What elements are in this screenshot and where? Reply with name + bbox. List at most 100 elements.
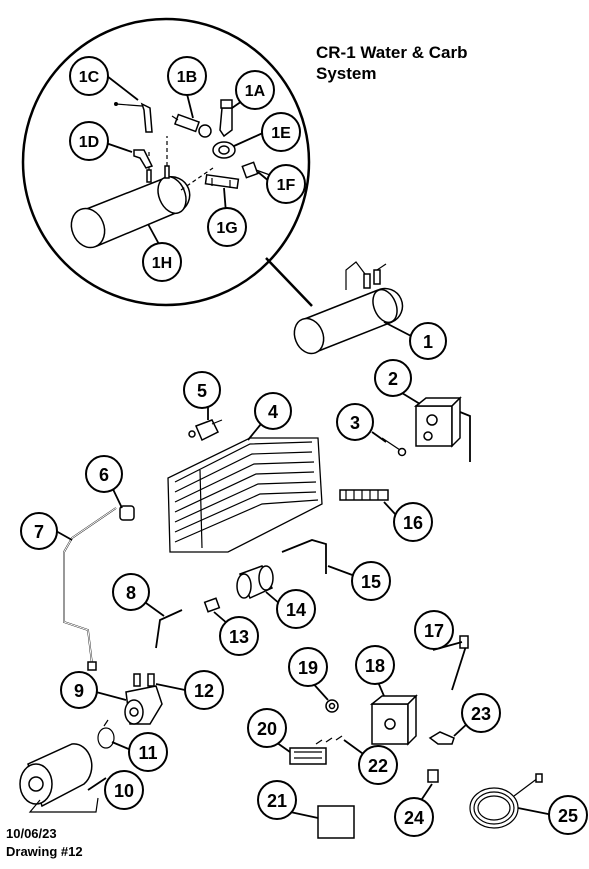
svg-text:1G: 1G bbox=[216, 220, 237, 237]
nipple-1g-drawing bbox=[204, 173, 240, 190]
callout-3: 3 bbox=[336, 403, 374, 441]
callout-24: 24 bbox=[394, 797, 434, 837]
svg-text:1B: 1B bbox=[177, 69, 197, 86]
svg-text:14: 14 bbox=[286, 600, 306, 620]
callout-17: 17 bbox=[414, 610, 454, 650]
condenser-coil-drawing bbox=[167, 437, 323, 553]
callout-13: 13 bbox=[219, 616, 259, 656]
bent-tube-15-drawing bbox=[281, 539, 327, 574]
clamp-drawing bbox=[97, 719, 115, 749]
cord-clip-drawing bbox=[428, 731, 455, 745]
callout-1: 1 bbox=[409, 322, 447, 360]
callout-21: 21 bbox=[257, 780, 297, 820]
svg-text:20: 20 bbox=[257, 719, 277, 739]
callout-19: 19 bbox=[288, 647, 328, 687]
callout-8: 8 bbox=[112, 573, 150, 611]
elbow-1d-drawing bbox=[133, 149, 154, 169]
callout-1h: 1H bbox=[142, 242, 182, 282]
callout-12: 12 bbox=[184, 670, 224, 710]
callout-22: 22 bbox=[358, 745, 398, 785]
tube-7-drawing bbox=[63, 507, 117, 671]
callout-1b: 1B bbox=[167, 56, 207, 96]
callout-2: 2 bbox=[374, 359, 412, 397]
power-cord-drawing bbox=[469, 773, 543, 829]
svg-text:17: 17 bbox=[424, 621, 444, 641]
valve-drawing bbox=[188, 419, 223, 442]
svg-text:19: 19 bbox=[298, 658, 318, 678]
pump-fittings-drawing bbox=[133, 673, 155, 687]
svg-text:18: 18 bbox=[365, 656, 385, 676]
svg-text:15: 15 bbox=[361, 572, 381, 592]
svg-text:13: 13 bbox=[229, 627, 249, 647]
grommet-drawing bbox=[325, 699, 339, 713]
junction-box-drawing bbox=[369, 694, 418, 746]
callout-1a: 1A bbox=[235, 70, 275, 110]
callout-25: 25 bbox=[548, 795, 588, 835]
svg-text:3: 3 bbox=[350, 413, 360, 433]
svg-text:16: 16 bbox=[403, 513, 423, 533]
callout-10: 10 bbox=[104, 770, 144, 810]
probe-1c-drawing bbox=[114, 102, 153, 133]
callout-1d: 1D bbox=[69, 121, 109, 161]
callout-14: 14 bbox=[276, 589, 316, 629]
svg-text:21: 21 bbox=[267, 791, 287, 811]
screw-drawing bbox=[381, 437, 407, 457]
svg-text:8: 8 bbox=[126, 583, 136, 603]
svg-text:11: 11 bbox=[138, 743, 157, 763]
valve-1b-drawing bbox=[171, 113, 212, 138]
svg-text:4: 4 bbox=[268, 402, 278, 422]
title-line-2: System bbox=[316, 64, 377, 83]
fitting-1f-drawing bbox=[241, 161, 271, 179]
terminal-strip-drawing bbox=[339, 489, 389, 501]
svg-text:2: 2 bbox=[388, 369, 398, 389]
svg-text:24: 24 bbox=[404, 808, 424, 828]
screws-22-drawing bbox=[315, 735, 343, 745]
svg-text:1A: 1A bbox=[245, 83, 266, 100]
callout-1f: 1F bbox=[266, 164, 306, 204]
callout-23: 23 bbox=[461, 693, 501, 733]
svg-text:22: 22 bbox=[368, 756, 388, 776]
callout-1e: 1E bbox=[261, 112, 301, 152]
callout-6: 6 bbox=[85, 455, 123, 493]
drawing-number: Drawing #12 bbox=[6, 844, 83, 859]
callout-15: 15 bbox=[351, 561, 391, 601]
callouts: 1C 1B 1A 1D 1E 1F 1G 1H 1 2 3 4 5 6 7 8 … bbox=[20, 56, 588, 837]
callout-16: 16 bbox=[393, 502, 433, 542]
svg-text:1E: 1E bbox=[271, 125, 291, 142]
svg-text:1F: 1F bbox=[277, 177, 296, 194]
callout-20: 20 bbox=[247, 708, 287, 748]
diagram-title: CR-1 Water & Carb System bbox=[316, 42, 467, 84]
callout-5: 5 bbox=[183, 371, 221, 409]
sleeve-drawing bbox=[119, 505, 135, 521]
pump-cup-drawing bbox=[236, 565, 274, 600]
callout-7: 7 bbox=[20, 512, 58, 550]
callout-11: 11 bbox=[128, 732, 168, 772]
tee-1e-drawing bbox=[212, 141, 236, 159]
svg-text:1C: 1C bbox=[79, 69, 100, 86]
svg-text:1H: 1H bbox=[152, 255, 172, 272]
callout-18: 18 bbox=[355, 645, 395, 685]
callout-1g: 1G bbox=[207, 207, 247, 247]
svg-text:6: 6 bbox=[99, 465, 109, 485]
svg-text:9: 9 bbox=[74, 681, 84, 701]
svg-text:7: 7 bbox=[34, 522, 44, 542]
drawing-date: 10/06/23 bbox=[6, 826, 57, 841]
switch-drawing bbox=[427, 769, 439, 783]
pump-head-drawing bbox=[124, 685, 163, 725]
cover-plate-drawing bbox=[317, 805, 355, 839]
fitting-13-drawing bbox=[203, 597, 221, 613]
title-line-1: CR-1 Water & Carb bbox=[316, 43, 468, 62]
svg-text:25: 25 bbox=[558, 806, 578, 826]
bent-tube-drawing bbox=[155, 609, 183, 649]
svg-text:1D: 1D bbox=[79, 134, 99, 151]
svg-text:12: 12 bbox=[194, 681, 214, 701]
svg-text:5: 5 bbox=[197, 381, 207, 401]
check-valve-1a-drawing bbox=[219, 99, 233, 138]
carbonator-tank-drawing bbox=[293, 261, 404, 355]
control-box-drawing bbox=[413, 396, 471, 462]
svg-text:10: 10 bbox=[114, 781, 134, 801]
relay-board-drawing bbox=[289, 747, 327, 765]
leader-lines bbox=[55, 75, 554, 819]
